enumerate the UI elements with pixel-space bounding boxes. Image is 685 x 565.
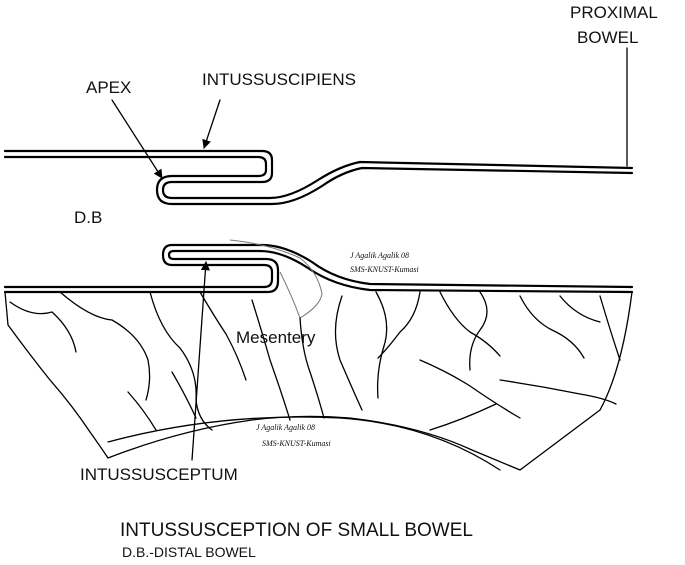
signature-2-line2: SMS-KNUST-Kumasi bbox=[262, 439, 331, 448]
diagram-subtitle: D.B.-DISTAL BOWEL bbox=[122, 544, 256, 560]
label-proximal-line2: BOWEL bbox=[577, 28, 638, 47]
diagram-title: INTUSSUSCEPTION OF SMALL BOWEL bbox=[120, 520, 473, 541]
signature-1-line1: J Agalik Agalik 08 bbox=[350, 251, 409, 260]
label-intussusceptum: INTUSSUSCEPTUM bbox=[80, 465, 238, 484]
apex-arrow bbox=[111, 99, 163, 179]
intussuscipiens-arrow bbox=[202, 99, 221, 149]
lower-wall-outer bbox=[3, 243, 634, 289]
upper-wall-outer bbox=[3, 149, 634, 200]
label-mesentery: Mesentery bbox=[236, 328, 316, 347]
label-intussuscipiens: INTUSSUSCIPIENS bbox=[202, 70, 356, 89]
lower-wall-inner bbox=[3, 249, 634, 294]
upper-wall-inner bbox=[3, 155, 634, 206]
intussusceptum-arrow bbox=[191, 261, 210, 461]
label-apex: APEX bbox=[86, 78, 131, 97]
base-arc bbox=[107, 416, 501, 471]
label-proximal-line1: PROXIMAL bbox=[570, 3, 658, 22]
signature-1-line2: SMS-KNUST-Kumasi bbox=[350, 265, 419, 274]
label-distal-bowel: D.B bbox=[74, 208, 102, 227]
signature-2-line1: J Agalik Agalik 08 bbox=[256, 423, 315, 432]
mesentery-fan bbox=[4, 291, 633, 471]
vessel-sketch bbox=[229, 239, 323, 319]
